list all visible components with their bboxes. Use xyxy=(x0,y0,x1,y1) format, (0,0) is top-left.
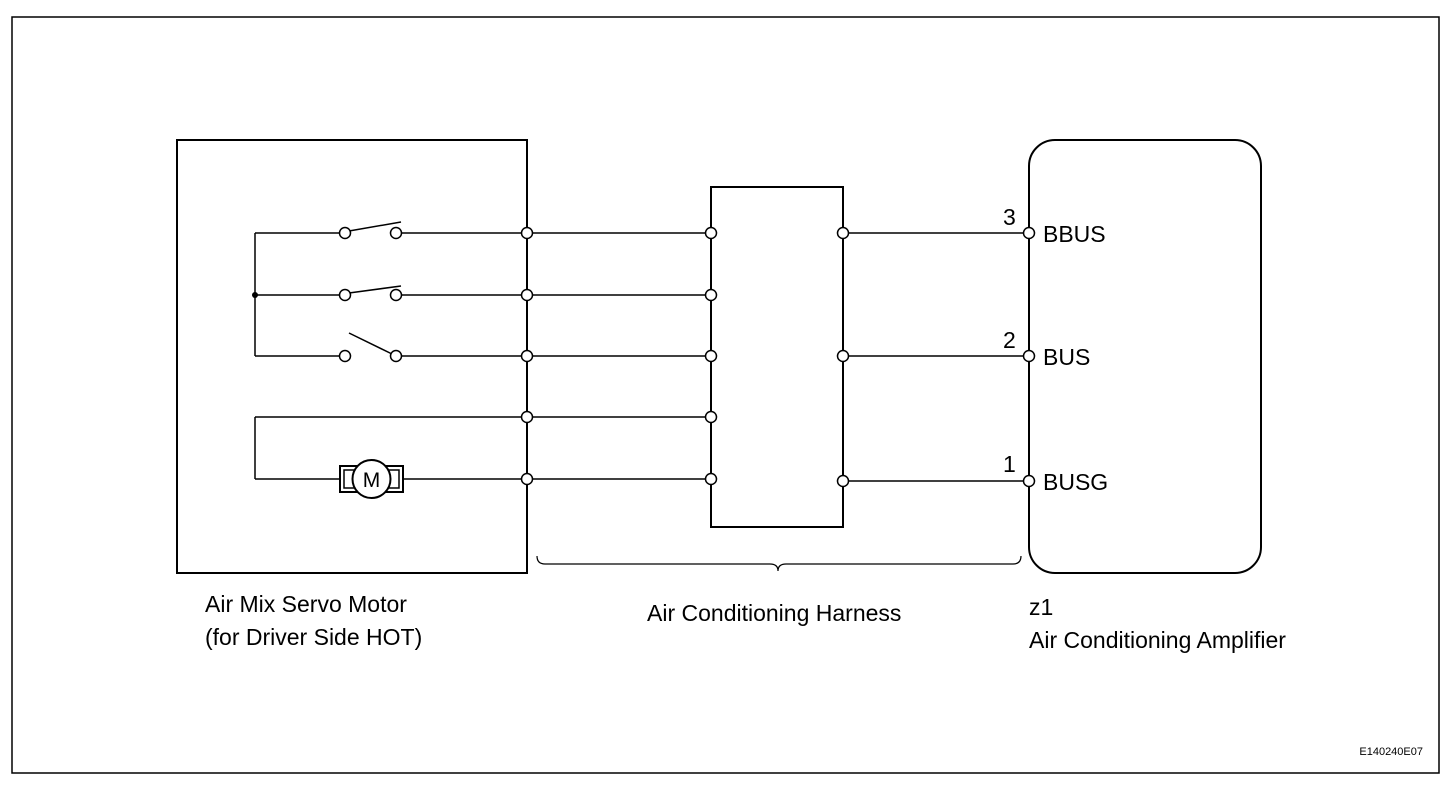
servo-motor-name-line2: (for Driver Side HOT) xyxy=(205,624,422,650)
servo-harness-wires xyxy=(527,232,711,480)
pin-number-bus: 2 xyxy=(1003,327,1016,353)
harness-name: Air Conditioning Harness xyxy=(647,600,901,626)
junction-dot xyxy=(252,292,258,298)
pin-name-bbus: BBUS xyxy=(1043,221,1106,247)
servo-motor-name-line1: Air Mix Servo Motor xyxy=(205,591,407,617)
harness-left-terminals xyxy=(704,226,718,486)
harness-right-terminals xyxy=(836,226,850,488)
motor-label: M xyxy=(363,469,381,492)
harness-box xyxy=(710,186,844,528)
motor-symbol: M xyxy=(339,459,404,499)
outer-frame xyxy=(11,16,1440,774)
figure-code: E140240E07 xyxy=(1359,746,1423,758)
pin-number-bbus: 3 xyxy=(1003,204,1016,230)
pin-name-busg: BUSG xyxy=(1043,469,1108,495)
pin-number-busg: 1 xyxy=(1003,451,1016,477)
servo-internal-wiring xyxy=(254,221,527,480)
harness-brace xyxy=(536,555,1022,572)
amplifier-terminals xyxy=(1022,226,1036,488)
amplifier-name: Air Conditioning Amplifier xyxy=(1029,627,1286,653)
servo-connector-terminals xyxy=(520,226,534,486)
pin-name-bus: BUS xyxy=(1043,344,1090,370)
harness-amplifier-wires xyxy=(843,232,1029,482)
switch-contacts xyxy=(338,226,403,363)
amplifier-connector-code: z1 xyxy=(1029,594,1053,620)
